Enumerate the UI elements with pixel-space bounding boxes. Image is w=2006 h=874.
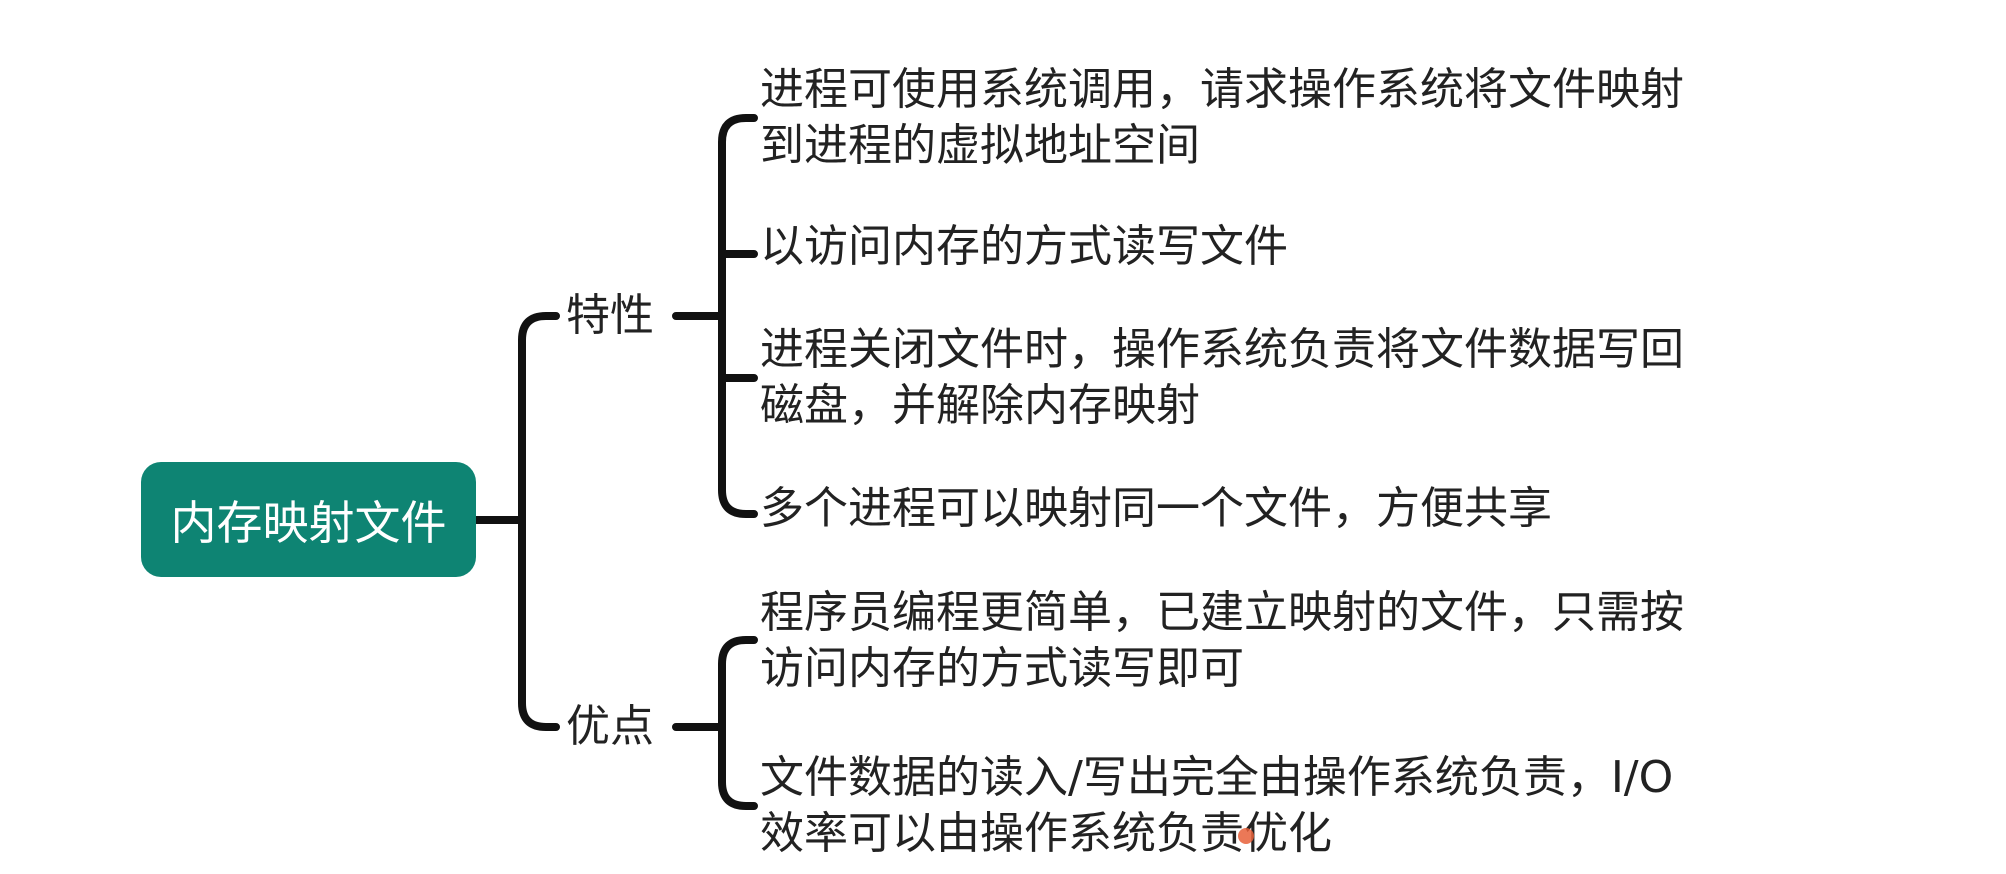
- leaf-line: 进程可使用系统调用，请求操作系统将文件映射: [760, 64, 1684, 115]
- cursor-pointer-icon: [1238, 828, 1254, 844]
- leaf-feature-sharing[interactable]: 多个进程可以映射同一个文件，方便共享: [760, 481, 1760, 537]
- leaf-advantage-simpler-programming[interactable]: 程序员编程更简单，已建立映射的文件，只需按 访问内存的方式读写即可: [760, 585, 1760, 697]
- leaf-line: 磁盘，并解除内存映射: [760, 380, 1200, 431]
- leaf-line: 文件数据的读入/写出完全由操作系统负责，I/O: [760, 752, 1674, 803]
- branch-connector-advantages: [672, 636, 758, 810]
- root-node[interactable]: 内存映射文件: [141, 462, 476, 577]
- leaf-line: 以访问内存的方式读写文件: [760, 221, 1288, 272]
- leaf-line: 到进程的虚拟地址空间: [760, 120, 1200, 171]
- leaf-line: 程序员编程更简单，已建立映射的文件，只需按: [760, 587, 1684, 638]
- branch-connector-features: [672, 114, 758, 518]
- leaf-feature-syscall-mapping[interactable]: 进程可使用系统调用，请求操作系统将文件映射 到进程的虚拟地址空间: [760, 62, 1760, 174]
- root-label: 内存映射文件: [170, 495, 447, 550]
- leaf-line: 访问内存的方式读写即可: [760, 643, 1244, 694]
- leaf-advantage-io-optimization[interactable]: 文件数据的读入/写出完全由操作系统负责，I/O 效率可以由操作系统负责优化: [760, 750, 1760, 862]
- branch-features[interactable]: 特性: [566, 288, 654, 344]
- branch-advantages[interactable]: 优点: [566, 699, 654, 755]
- leaf-line: 效率可以由操作系统负责优化: [760, 808, 1332, 859]
- leaf-line: 多个进程可以映射同一个文件，方便共享: [760, 483, 1552, 534]
- branch-advantages-label: 优点: [566, 701, 654, 752]
- leaf-feature-writeback[interactable]: 进程关闭文件时，操作系统负责将文件数据写回 磁盘，并解除内存映射: [760, 322, 1760, 434]
- root-connector: [472, 312, 560, 731]
- branch-features-label: 特性: [566, 290, 654, 341]
- leaf-line: 进程关闭文件时，操作系统负责将文件数据写回: [760, 324, 1684, 375]
- leaf-feature-memory-access[interactable]: 以访问内存的方式读写文件: [760, 219, 1760, 275]
